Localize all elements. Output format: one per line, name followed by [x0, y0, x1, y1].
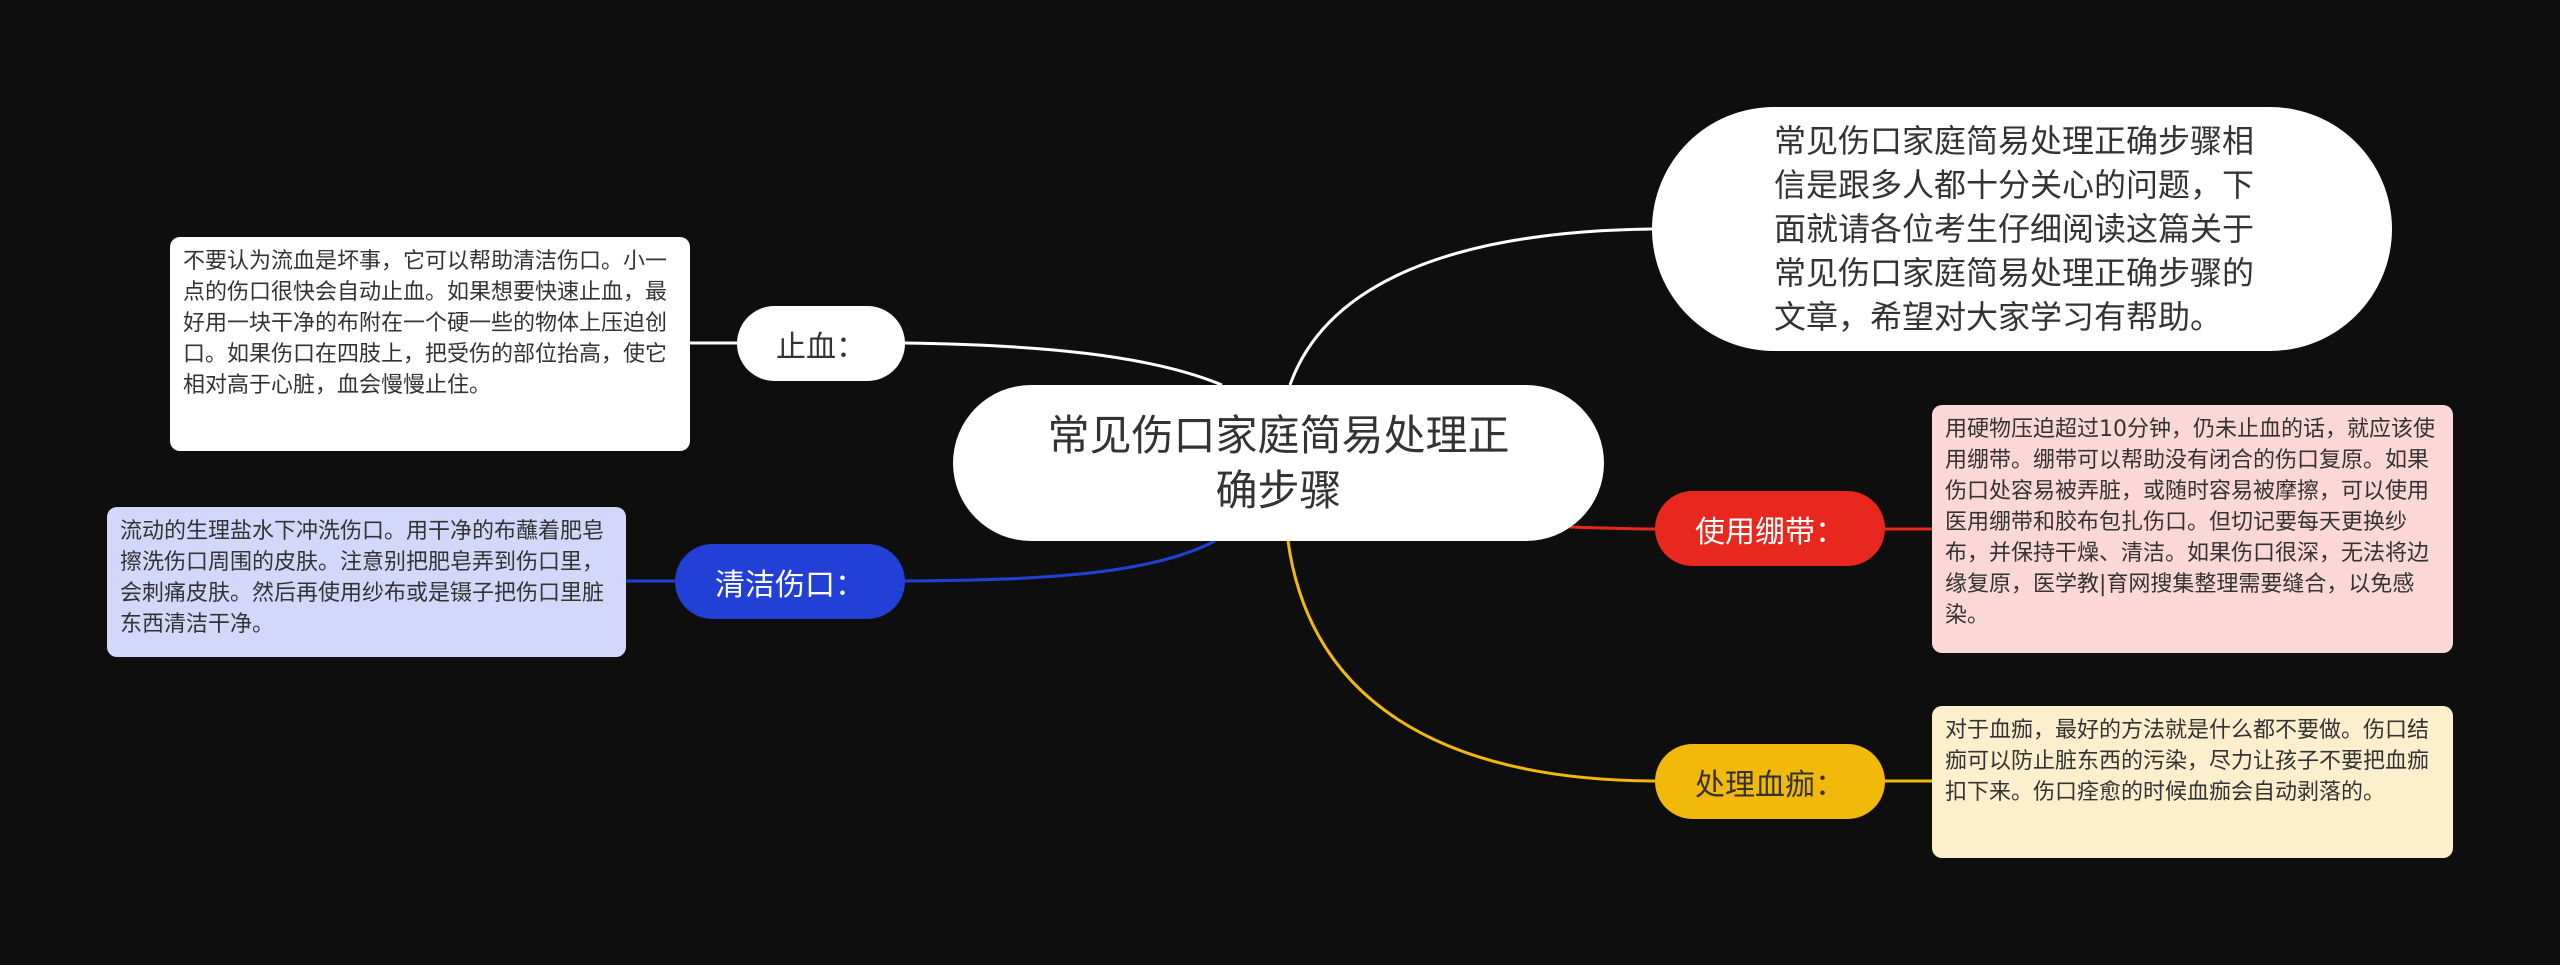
link-center-scab [1286, 540, 1656, 783]
branch-clean-wound-label: 清洁伤口： [715, 567, 865, 603]
branch-bandage[interactable]: 使用绷带： [1655, 491, 1885, 566]
detail-stop-bleeding-text: 不要认为流血是坏事，它可以帮助清洁伤口。小一点的伤口很快会自动止血。如果想要快速… [183, 249, 668, 398]
branch-stop-bleeding-label: 止血： [776, 329, 866, 365]
intro-node[interactable]: 常见伤口家庭简易处理正确步骤相信是跟多人都十分关心的问题，下面就请各位考生仔细阅… [1652, 107, 2392, 351]
branch-clean-wound[interactable]: 清洁伤口： [675, 544, 905, 619]
branch-scab-label: 处理血痂： [1695, 767, 1845, 803]
detail-bandage[interactable]: 用硬物压迫超过10分钟，仍未止血的话，就应该使用绷带。绷带可以帮助没有闭合的伤口… [1932, 405, 2453, 653]
branch-stop-bleeding[interactable]: 止血： [737, 306, 905, 381]
link-center-stop-bleeding [904, 341, 1223, 387]
detail-clean-wound[interactable]: 流动的生理盐水下冲洗伤口。用干净的布蘸着肥皂擦洗伤口周围的皮肤。注意别把肥皂弄到… [107, 507, 626, 657]
branch-bandage-label: 使用绷带： [1695, 514, 1845, 550]
intro-text: 常见伤口家庭简易处理正确步骤相信是跟多人都十分关心的问题，下面就请各位考生仔细阅… [1774, 122, 2255, 336]
central-topic-title: 常见伤口家庭简易处理正确步骤 [1047, 411, 1510, 515]
link-center-clean-wound [904, 539, 1216, 583]
branch-scab[interactable]: 处理血痂： [1655, 744, 1885, 819]
central-topic[interactable]: 常见伤口家庭简易处理正确步骤 [953, 385, 1604, 541]
detail-stop-bleeding[interactable]: 不要认为流血是坏事，它可以帮助清洁伤口。小一点的伤口很快会自动止血。如果想要快速… [170, 237, 690, 451]
detail-scab-text: 对于血痂，最好的方法就是什么都不要做。伤口结痂可以防止脏东西的污染，尽力让孩子不… [1945, 718, 2430, 805]
detail-scab[interactable]: 对于血痂，最好的方法就是什么都不要做。伤口结痂可以防止脏东西的污染，尽力让孩子不… [1932, 706, 2453, 858]
detail-bandage-text: 用硬物压迫超过10分钟，仍未止血的话，就应该使用绷带。绷带可以帮助没有闭合的伤口… [1945, 417, 2435, 628]
link-center-intro [1288, 227, 1653, 386]
detail-clean-wound-text: 流动的生理盐水下冲洗伤口。用干净的布蘸着肥皂擦洗伤口周围的皮肤。注意别把肥皂弄到… [120, 519, 605, 637]
link-center-bandage [1569, 525, 1656, 531]
